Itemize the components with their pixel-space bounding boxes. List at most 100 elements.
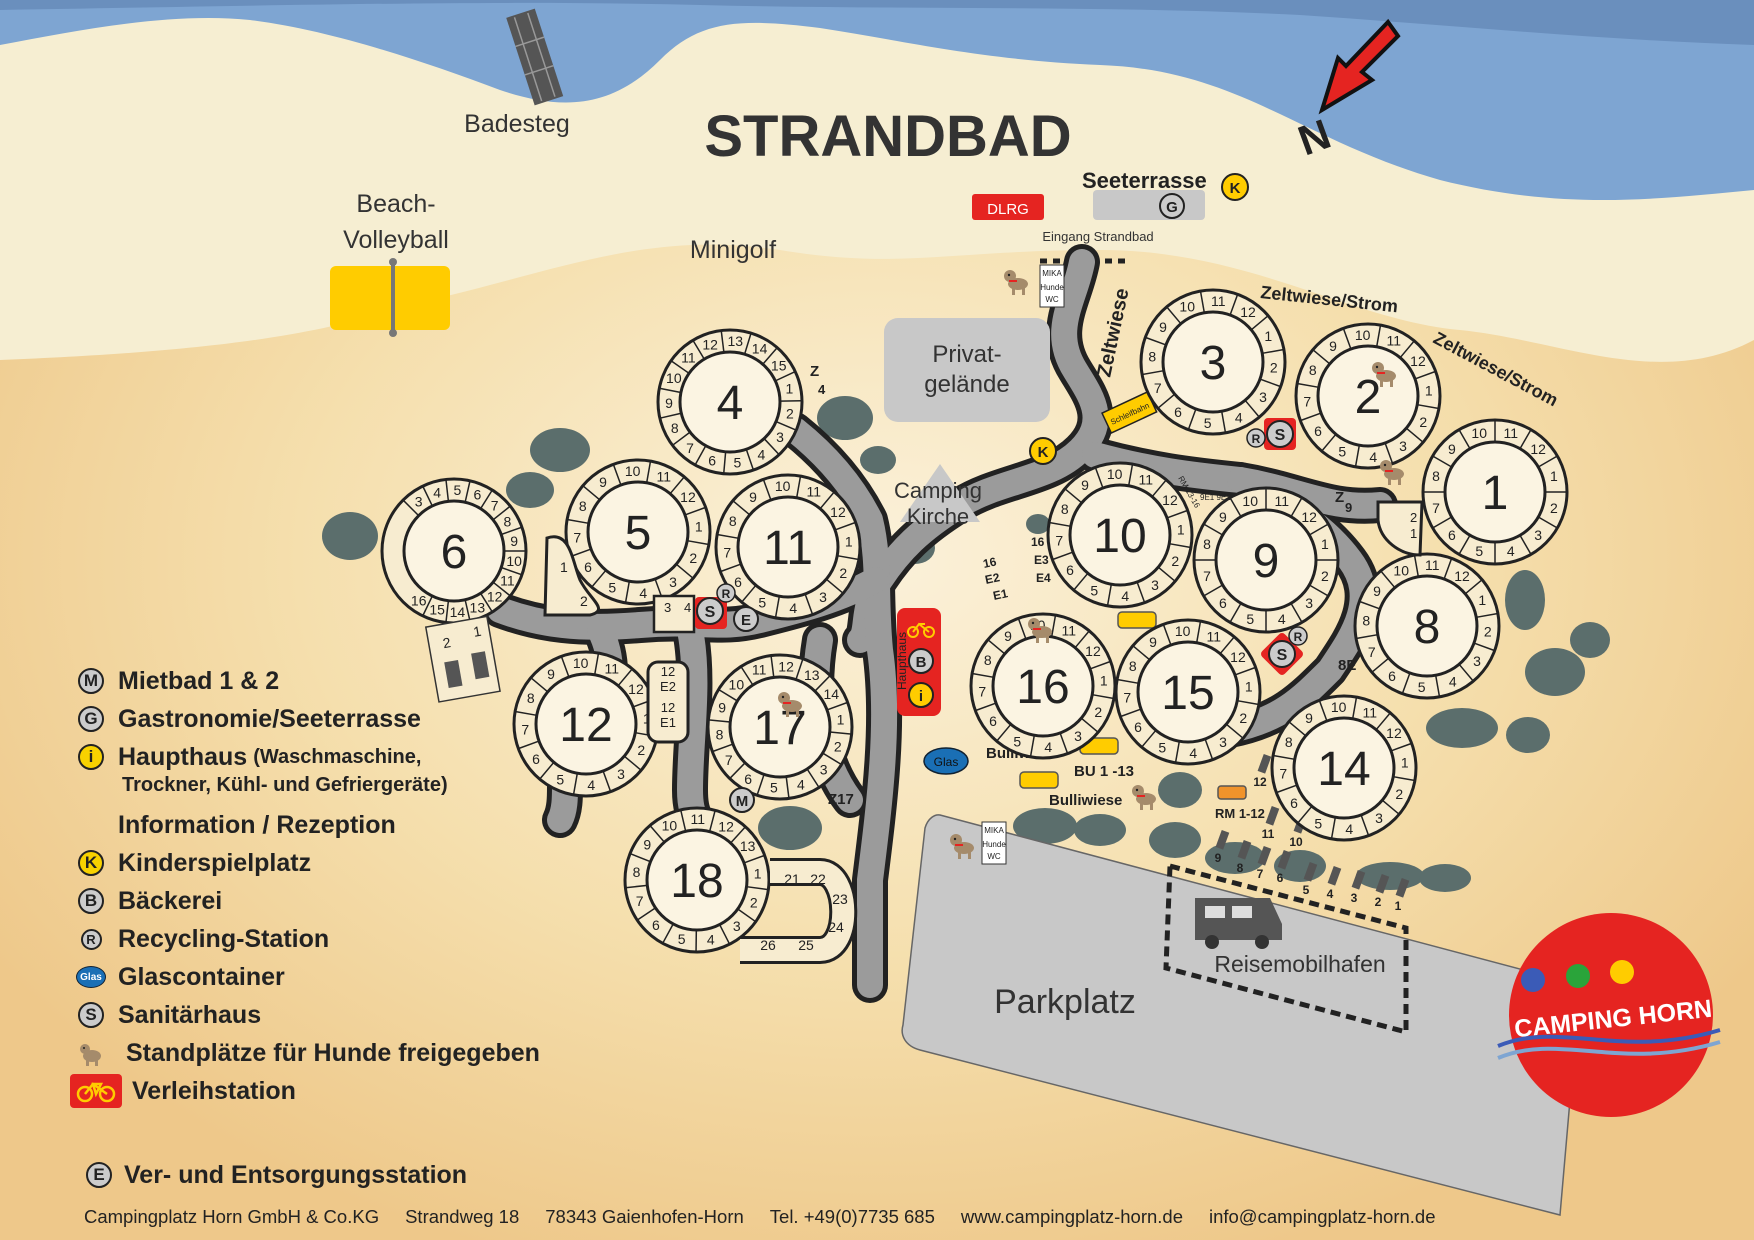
plot-number: 12 (1085, 643, 1101, 659)
plot-number: 14 (752, 341, 768, 357)
plot-number: 2 (1550, 500, 1558, 516)
seeterrasse-g-icon (1159, 193, 1185, 219)
plot-number: 3 (415, 493, 423, 509)
rm-slot (1265, 805, 1280, 826)
plot-number: 2 (1419, 414, 1427, 430)
plot-number: 9 (510, 533, 518, 549)
glascontainer-icon (923, 747, 969, 775)
plot-number: 6 (1314, 423, 1322, 439)
plot-number: 7 (725, 752, 733, 768)
plot-number: 4 (707, 931, 715, 947)
plot-number: 8 (1061, 501, 1069, 517)
plot-number: 5 (608, 579, 616, 595)
dog-icons (778, 270, 1404, 859)
rm-label: RM 1-12 (1215, 806, 1265, 821)
plot-number: 4 (1278, 611, 1286, 627)
plot-number: 4 (1189, 745, 1197, 761)
plot-number: 3 (1074, 728, 1082, 744)
plot-number: 7 (491, 498, 499, 514)
plot-number: 2 (750, 894, 758, 910)
plot-number: 12 (830, 504, 846, 520)
kinderspielplatz-icon (1029, 437, 1057, 465)
svg-text:S: S (1275, 427, 1286, 444)
entsorgung-icon: E (86, 1162, 112, 1188)
plot-number: 10 (729, 676, 745, 692)
plot-number: 11 (1387, 333, 1402, 349)
rm-slot-number: 10 (1289, 835, 1303, 849)
svg-text:E1: E1 (660, 715, 676, 730)
svg-text:2: 2 (441, 634, 452, 651)
footer-web[interactable]: www.campingplatz-horn.de (960, 1206, 1183, 1227)
lake-water (0, 0, 1754, 200)
plot-number: 8 (579, 498, 587, 514)
plot-number: 1 (1321, 536, 1329, 552)
plot-number: 11 (1139, 472, 1154, 488)
svg-text:R: R (1294, 630, 1303, 644)
plot-number: 6 (584, 559, 592, 575)
plot-number: 9 (599, 474, 607, 490)
svg-text:3: 3 (664, 600, 671, 615)
plot-number: 4 (639, 585, 647, 601)
plot-number: 2 (786, 406, 794, 422)
plot-number: 16 (411, 593, 427, 609)
svg-text:E4: E4 (1036, 571, 1051, 585)
plot-number: 11 (752, 662, 767, 678)
plot-number: 11 (1425, 557, 1440, 573)
dog-icon (1380, 460, 1404, 485)
legend-item-entsorgung: E Ver- und Entsorgungsstation (84, 1158, 467, 1192)
plot-number: 3 (1305, 595, 1313, 611)
area-number: 5 (625, 507, 652, 560)
plot-number: 6 (1448, 527, 1456, 543)
dlrg-building (972, 194, 1044, 220)
svg-text:E3: E3 (1034, 553, 1049, 567)
plot-number: 10 (506, 553, 522, 569)
plot-number: 1 (1401, 755, 1409, 771)
plot-number: 9 (1373, 583, 1381, 599)
plot-number: 15 (771, 357, 787, 373)
svg-text:24: 24 (828, 919, 844, 935)
seeterrasse-k-icon (1221, 173, 1249, 201)
plot-number: 12 (702, 336, 718, 352)
footer-email[interactable]: info@campingplatz-horn.de (1208, 1206, 1436, 1227)
svg-text:1: 1 (1410, 526, 1417, 541)
plot-number: 7 (521, 721, 529, 737)
reisemobilhafen-label: Reisemobilhafen (1214, 951, 1385, 977)
baeckerei-icon: B (78, 888, 104, 914)
pitch-box-5e: 1 2 3 4 (543, 535, 696, 634)
hunde-wc-bottom: MIKA Hunde WC (981, 821, 1007, 865)
sanitaerhaus-icon: S (78, 1002, 104, 1028)
plot-number: 4 (1507, 543, 1515, 559)
rm-slot (1257, 845, 1272, 866)
area-number: 10 (1093, 510, 1146, 563)
recycling-icon: R (80, 928, 102, 950)
plot-number: 9 (665, 395, 673, 411)
plot-number: 6 (1388, 668, 1396, 684)
plot-number: 2 (834, 738, 842, 754)
svg-text:WC: WC (1045, 295, 1059, 304)
wohnmobil-icon (1195, 898, 1282, 949)
rm-slot-number: 7 (1257, 867, 1264, 881)
plot-number: 9 (1329, 338, 1337, 354)
plot-number: 10 (1331, 699, 1347, 715)
svg-text:4: 4 (684, 600, 691, 615)
legend-item-mietbad: M Mietbad 1 & 2 (76, 664, 279, 698)
plot-number: 11 (657, 469, 672, 485)
beach-volleyball-label-1: Beach- (356, 190, 435, 218)
plot-number: 8 (1203, 536, 1211, 552)
plot-number: 10 (1393, 563, 1409, 579)
plot-number: 8 (1129, 658, 1137, 674)
plot-number: 4 (587, 777, 595, 793)
pitch-box-1e: 2 1 (1376, 500, 1424, 557)
plot-number: 11 (605, 661, 620, 677)
rm-slot-number: 5 (1303, 883, 1310, 897)
rm-slot (1303, 861, 1318, 882)
plot-number: 2 (689, 550, 697, 566)
north-arrow-icon (1318, 18, 1401, 115)
plot-number: 7 (1432, 500, 1440, 516)
